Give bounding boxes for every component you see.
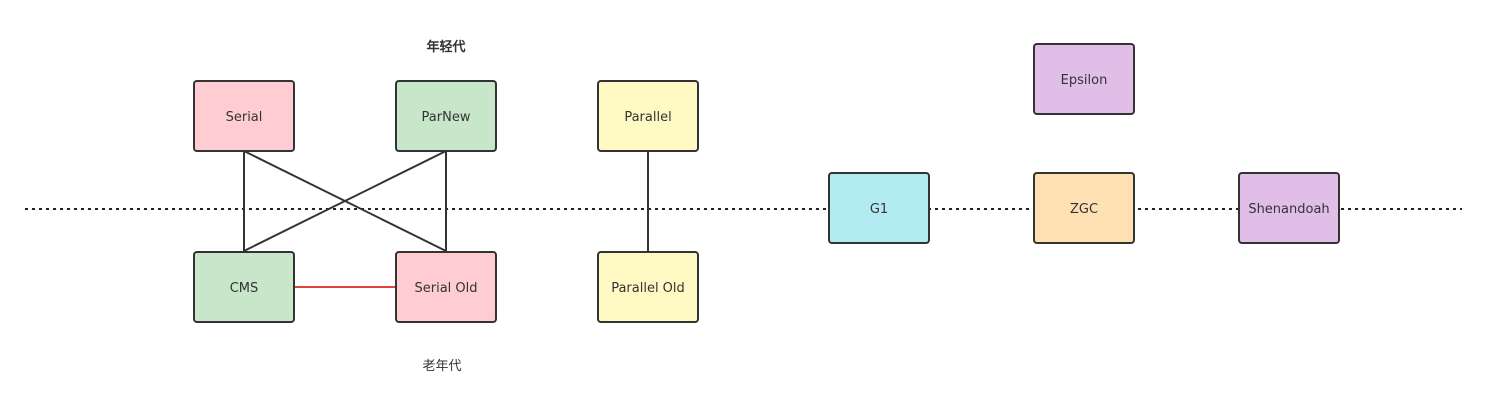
node-zgc[interactable]: ZGC <box>1033 172 1135 244</box>
old-generation-label: 老年代 <box>422 359 461 374</box>
node-parallel-box <box>597 80 699 152</box>
node-parallel-old-label: Parallel Old <box>611 281 685 296</box>
node-parallel[interactable]: Parallel <box>597 80 699 152</box>
node-cms-label: CMS <box>230 281 259 296</box>
node-parnew-box <box>395 80 497 152</box>
node-epsilon-box <box>1033 43 1135 115</box>
node-shenandoah-box <box>1238 172 1340 244</box>
node-g1-box <box>828 172 930 244</box>
node-parallel-label: Parallel <box>624 110 671 125</box>
node-serial-old[interactable]: Serial Old <box>395 251 497 323</box>
young-generation-label: 年轻代 <box>426 39 465 55</box>
node-zgc-box <box>1033 172 1135 244</box>
node-parallel-old[interactable]: Parallel Old <box>597 251 699 323</box>
node-zgc-label: ZGC <box>1070 202 1098 217</box>
node-parnew-label: ParNew <box>422 110 471 125</box>
edges <box>243 150 649 288</box>
node-cms[interactable]: CMS <box>193 251 295 323</box>
node-epsilon[interactable]: Epsilon <box>1033 43 1135 115</box>
node-shenandoah[interactable]: Shenandoah <box>1238 172 1340 244</box>
node-serial-box <box>193 80 295 152</box>
node-g1[interactable]: G1 <box>828 172 930 244</box>
node-serial-old-label: Serial Old <box>414 281 477 296</box>
node-g1-label: G1 <box>870 202 888 217</box>
node-cms-box <box>193 251 295 323</box>
edge-parnew-cms <box>243 150 447 252</box>
node-parallel-old-box <box>597 251 699 323</box>
node-epsilon-label: Epsilon <box>1061 73 1108 88</box>
node-shenandoah-label: Shenandoah <box>1248 202 1329 217</box>
node-serial-label: Serial <box>226 110 263 125</box>
node-serial-old-box <box>395 251 497 323</box>
node-serial[interactable]: Serial <box>193 80 295 152</box>
node-parnew[interactable]: ParNew <box>395 80 497 152</box>
